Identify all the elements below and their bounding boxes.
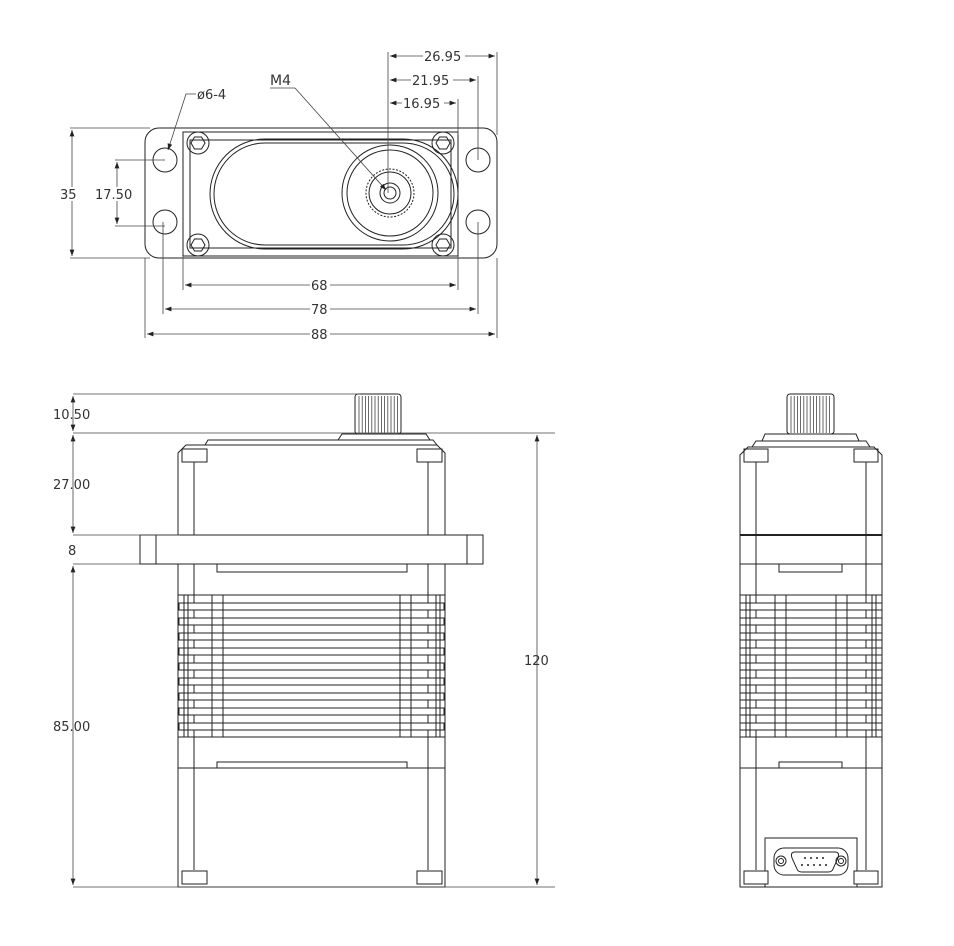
hole-leader: [167, 93, 196, 151]
corner-block: [743, 448, 769, 463]
shaft-ring: [379, 182, 401, 204]
dim-label-21: 21.95: [412, 74, 449, 89]
thread-callout: M4: [270, 73, 291, 89]
fin: [739, 617, 883, 626]
spline-teeth: [790, 396, 830, 433]
spline-teeth: [358, 396, 398, 433]
spline-gear-icon: [365, 168, 415, 218]
corner-block: [181, 870, 208, 885]
side-case: [739, 446, 883, 888]
dim-label-68: 68: [311, 279, 328, 294]
lid-oval: [209, 138, 459, 250]
fin: [178, 677, 445, 686]
fin: [178, 662, 445, 671]
corner-block: [416, 870, 443, 885]
upper-case: [177, 444, 446, 535]
dim-label-10-50: 10.50: [53, 408, 90, 423]
dim-label-16: 16.95: [403, 97, 440, 112]
case-inner-frame: [189, 139, 452, 249]
fin: [178, 617, 445, 626]
corner-block: [416, 448, 443, 463]
lid-top: [751, 440, 871, 448]
dim-label-88: 88: [311, 328, 328, 343]
boss-top: [761, 433, 860, 442]
hex-screw-icon: [431, 131, 455, 155]
fin: [178, 707, 445, 716]
fin: [739, 662, 883, 671]
corner-block: [853, 448, 879, 463]
mounting-holes: [152, 147, 491, 235]
dim-label-17-50: 17.50: [95, 188, 132, 203]
top-view: 26.95 21.95 16.95 35 17.50 68 78 88 ø6-4: [58, 48, 498, 343]
slot: [778, 761, 843, 769]
fin: [178, 632, 445, 641]
dim-label-27: 27.00: [53, 478, 90, 493]
fin: [739, 647, 883, 656]
dim-label-120: 120: [524, 654, 549, 669]
fin: [178, 722, 445, 731]
corner-block: [743, 870, 769, 885]
hex-screw-icon: [431, 233, 455, 257]
dim-label-85: 85.00: [53, 720, 90, 735]
output-boss: [341, 144, 439, 242]
m4-thread-hole: [383, 186, 397, 200]
dim-label-8: 8: [68, 544, 76, 559]
corner-block: [181, 448, 208, 463]
cooling-fins: [739, 595, 883, 737]
dim-label-26: 26.95: [424, 50, 461, 65]
fin: [739, 602, 883, 611]
mounting-hole: [152, 209, 178, 235]
spline-root: [368, 171, 412, 215]
lid-top: [204, 439, 438, 446]
output-boss-inner: [346, 149, 434, 237]
corner-block: [853, 870, 879, 885]
fin: [739, 677, 883, 686]
case-frame: [182, 131, 459, 257]
hole-callout: ø6-4: [197, 88, 226, 103]
boss-top: [337, 433, 431, 441]
mounting-plate-outline: [144, 127, 498, 259]
lid-oval-inner: [213, 142, 455, 246]
hex-screws: [186, 131, 455, 257]
cooling-fins: [178, 595, 445, 737]
fin: [739, 722, 883, 731]
fin: [739, 632, 883, 641]
connector-housing: [764, 837, 858, 888]
db9-connector-icon: [773, 847, 849, 876]
slot: [216, 761, 408, 769]
fin: [739, 707, 883, 716]
m4-leader: [294, 87, 387, 191]
fin: [739, 692, 883, 701]
front-view: 10.50 27.00 8 85.00 120: [53, 393, 555, 888]
dim-label-78: 78: [311, 303, 328, 318]
hex-screw-icon: [186, 131, 210, 155]
dim-label-35: 35: [60, 188, 77, 203]
fin: [178, 692, 445, 701]
slot: [216, 563, 408, 573]
fin: [178, 602, 445, 611]
hex-screw-icon: [186, 233, 210, 257]
slot: [778, 563, 843, 573]
side-view: [739, 393, 883, 888]
mounting-flange: [139, 534, 484, 565]
fin: [178, 647, 445, 656]
